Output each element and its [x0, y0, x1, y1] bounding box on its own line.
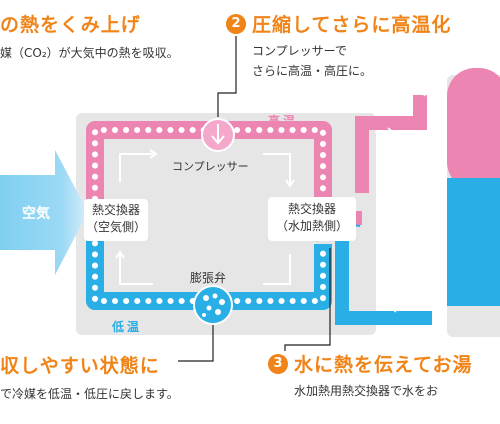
leader-expansion-valve: [178, 325, 214, 362]
step4-title: 収しやすい状態に: [0, 355, 160, 377]
step3-badge: 3: [268, 354, 288, 374]
compressor-label: コンプレッサー: [172, 160, 249, 173]
high-temp-label: 高温: [268, 114, 299, 128]
step2-desc-line2: さらに高温・高圧に。: [252, 64, 373, 78]
water-hx-label-line1: 熱交換器: [287, 202, 336, 216]
air-label: 空気: [22, 206, 50, 222]
low-temp-label: 低温: [112, 320, 143, 334]
air-hx-box: [84, 199, 148, 241]
compressor-symbol: [201, 118, 235, 152]
step2-badge: 2: [226, 14, 246, 34]
step4-desc: で冷媒を低温・低圧に戻します。: [0, 387, 179, 401]
step1-title: の熱をくみ上げ: [0, 14, 141, 36]
expansion-valve-label: 膨張弁: [190, 271, 227, 285]
step2-title: 圧縮してさらに高温化: [252, 14, 452, 36]
air-arrow: [0, 150, 88, 275]
leader-water-hx: [284, 248, 331, 351]
heat-pump-unit: [76, 113, 376, 335]
water-hx-label-line2: （水加熱側）: [275, 219, 348, 233]
step3-desc: 水加熱用熱交換器で水をお: [294, 384, 439, 398]
circulation-arrows: [115, 149, 295, 285]
water-hx-box: [268, 197, 356, 241]
leader-compressor: [217, 36, 237, 117]
hot-water-tank: [447, 68, 500, 306]
water-flow-arrows: [375, 89, 433, 313]
air-hx-label-line1: 熱交換器: [91, 203, 140, 217]
step3-title: 水に熱を伝えてお湯: [294, 354, 473, 376]
step2-desc-line1: コンプレッサーで: [252, 44, 347, 58]
step1-desc: 媒（CO₂）が大気中の熱を吸収。: [0, 46, 179, 60]
expansion-valve-symbol: [193, 285, 233, 325]
air-hx-label-line2: （空気側）: [85, 220, 146, 234]
